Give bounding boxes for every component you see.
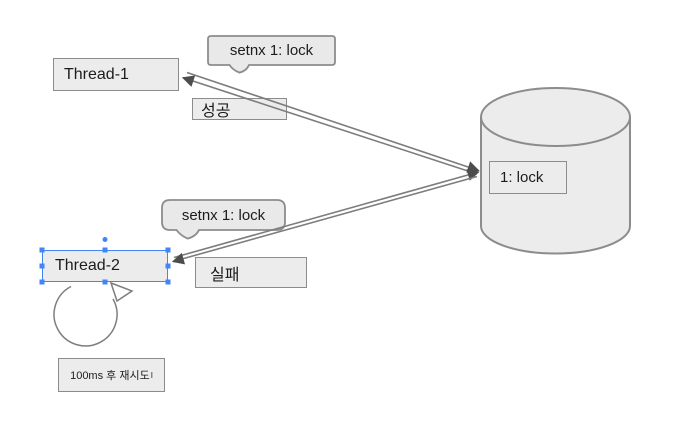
thread1-node[interactable]: Thread-1 <box>53 58 179 91</box>
result-failure-label: 실패 <box>210 266 240 284</box>
result-success-box[interactable]: 성공 <box>192 98 287 120</box>
retry-loop-arrowhead-icon <box>109 281 134 303</box>
retry-loop-arc <box>53 285 118 347</box>
thread2-node[interactable]: Thread-2 <box>42 250 168 282</box>
rotation-handle[interactable] <box>102 237 108 242</box>
cylinder-top <box>480 87 631 147</box>
lock-value-label: 1: lock <box>500 169 544 186</box>
retry-label: 100ms 후 재시도 <box>70 370 150 382</box>
result-success-label: 성공 <box>201 103 231 120</box>
callout-thread1-request[interactable]: setnx 1: lock <box>208 36 335 65</box>
text-cursor: I <box>150 370 153 380</box>
callout-thread1-request-label: setnx 1: lock <box>229 42 314 59</box>
thread2-label: Thread-2 <box>55 257 120 274</box>
result-failure-box[interactable]: 실패 <box>195 257 307 288</box>
callout-thread2-request-label: setnx 1: lock <box>181 206 266 224</box>
thread1-label: Thread-1 <box>64 65 129 83</box>
arrow-thread1-to-db <box>186 71 480 173</box>
arrow-db-to-thread1 <box>181 75 478 175</box>
callout-thread2-request[interactable]: setnx 1: lock <box>162 200 285 230</box>
lock-value-box[interactable]: 1: lock <box>489 161 567 194</box>
